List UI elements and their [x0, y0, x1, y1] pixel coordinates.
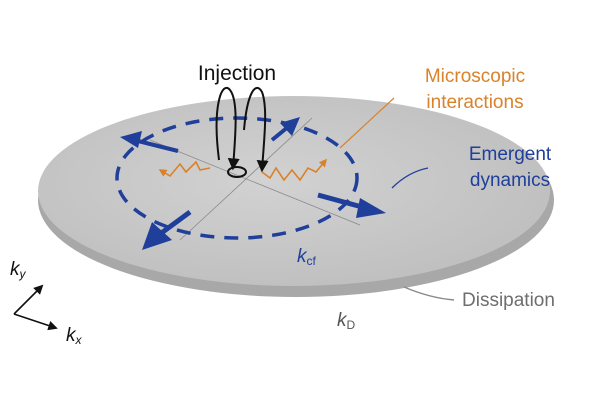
kd-label: kD — [337, 310, 356, 332]
micro-leader-line — [339, 97, 395, 149]
micro-label-line2: interactions — [426, 92, 523, 113]
kx-axis-arrow — [13, 313, 58, 331]
ky-label: ky — [10, 259, 27, 281]
kx-main: k — [66, 325, 77, 346]
dissipation-leader-line — [403, 286, 455, 301]
emergent-label-line1: Emergent — [469, 144, 552, 165]
injection-loop-right — [243, 86, 269, 173]
injection-label: Injection — [198, 62, 276, 85]
disk — [38, 96, 554, 297]
injection-loop-left — [215, 87, 240, 171]
kcf-sub: cf — [307, 254, 317, 268]
disk-axes — [149, 117, 361, 241]
ky-axis-arrow — [13, 284, 44, 315]
injection-loops — [215, 86, 269, 178]
emergent-label-line2: dynamics — [470, 170, 550, 191]
ky-main: k — [10, 259, 21, 280]
emergent-arrows — [120, 117, 386, 250]
k-axes-indicator — [13, 284, 58, 331]
kcf-label: kcf — [297, 246, 317, 268]
blue-arrow-bottom-left — [142, 209, 192, 250]
zigzag-right — [261, 158, 328, 182]
zigzag-left — [158, 160, 211, 178]
micro-zigzags — [158, 158, 328, 182]
kx-sub: x — [75, 333, 83, 347]
disk-axis-line — [179, 117, 313, 241]
kcf-dashed-circle — [115, 116, 359, 240]
kd-main: k — [337, 310, 348, 331]
ky-sub: y — [19, 267, 27, 281]
dissipation-label: Dissipation — [462, 290, 555, 311]
kcf-main: k — [297, 246, 308, 267]
blue-arrow-left — [120, 131, 179, 153]
kx-label: kx — [66, 325, 83, 347]
blue-arrow-right — [317, 192, 386, 218]
blue-arrow-top-right — [270, 117, 300, 142]
emergent-leader-line — [391, 167, 429, 189]
disk-axis-line — [149, 139, 361, 226]
kd-sub: D — [347, 318, 356, 332]
micro-label-line1: Microscopic — [425, 66, 525, 87]
